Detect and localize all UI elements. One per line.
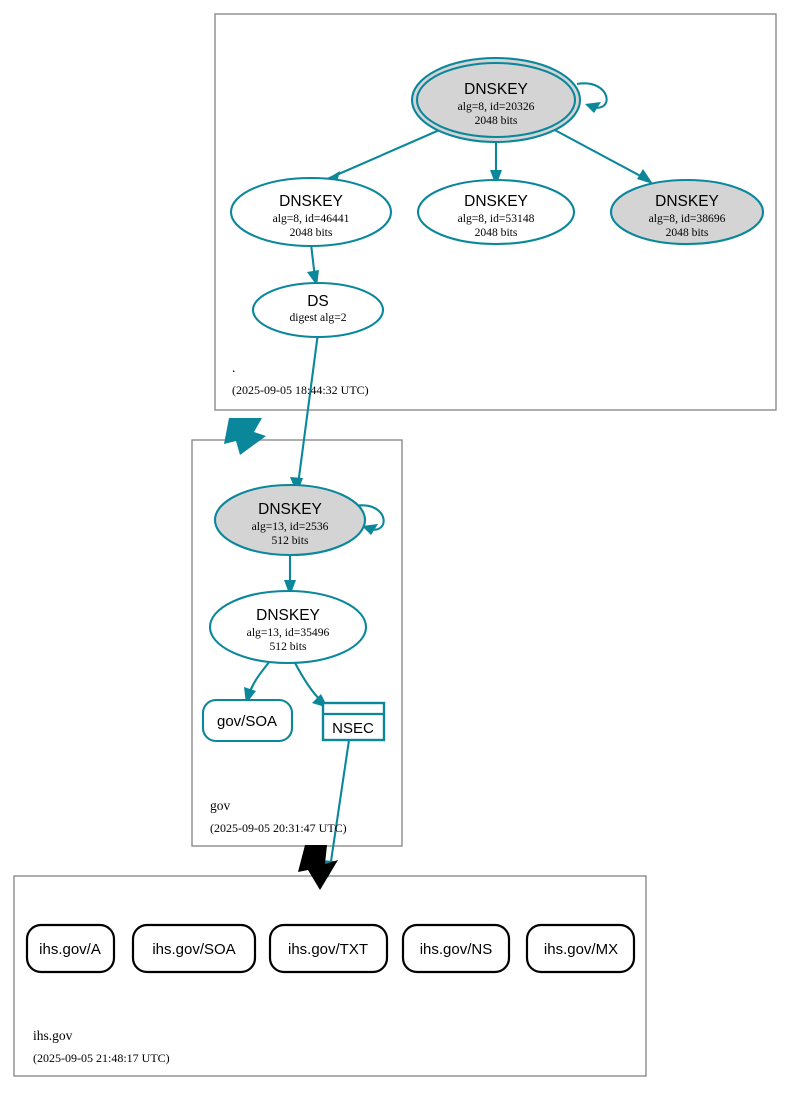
node-ihsgov-a-label: ihs.gov/A [39,941,101,958]
node-gov-nsec-label: NSEC [332,720,374,737]
node-root-ksk-20326-keysize: 2048 bits [475,114,518,127]
edge-gov-zsk-to-nsec [293,660,323,703]
edge-root-ksk-to-zsk-38696 [550,127,649,181]
node-ihsgov-txt-label: ihs.gov/TXT [288,941,368,958]
node-root-ksk-20326-title: DNSKEY [464,81,528,98]
edge-ds-to-gov-ksk [296,332,320,486]
edge-root-ksk-to-zsk-46441 [324,127,445,181]
delegation-arrow-gov-to-ihsgov [298,845,338,890]
node-gov-soa-box [201,698,294,743]
node-root-zsk-53148-params: alg=8, id=53148 [458,212,535,225]
node-ihsgov-ns-box [401,923,511,974]
node-root-zsk-38696-params: alg=8, id=38696 [649,212,726,225]
node-gov-ksk-2536-title: DNSKEY [258,501,322,518]
node-ihsgov-txt-box [268,923,389,974]
node-gov-zsk-35496-params: alg=13, id=35496 [247,626,330,639]
node-ihsgov-mx-box [525,923,636,974]
zone-label-gov-timestamp: (2025-09-05 20:31:47 UTC) [210,821,347,835]
node-gov-ksk-2536[interactable]: DNSKEY alg=13, id=2536 512 bits [213,483,367,557]
node-gov-nsec[interactable]: NSEC [321,701,386,742]
node-root-ksk-20326-inner-ellipse [415,61,577,139]
node-root-zsk-46441-params: alg=8, id=46441 [273,212,350,225]
node-root-ksk-20326[interactable]: DNSKEY alg=8, id=20326 2048 bits [410,56,582,144]
zone-label-ihsgov-name: ihs.gov [33,1028,73,1043]
edge-arrow-root-ksk-to-zsk-53148 [490,170,502,186]
zone-label-gov-name: gov [210,798,231,813]
node-root-zsk-38696-title: DNSKEY [655,193,719,210]
node-gov-nsec-box [321,701,386,742]
node-root-zsk-38696[interactable]: DNSKEY alg=8, id=38696 2048 bits [609,178,765,246]
node-root-zsk-53148[interactable]: DNSKEY alg=8, id=53148 2048 bits [416,178,576,246]
node-root-ksk-20326-params: alg=8, id=20326 [458,100,535,113]
node-gov-ksk-2536-ellipse [213,483,367,557]
node-ihsgov-ns-label: ihs.gov/NS [420,941,493,958]
zone-label-root-name: . [232,360,235,375]
delegation-arrow-root-to-gov [224,418,266,455]
node-ihsgov-mx-label: ihs.gov/MX [544,941,618,958]
node-ihsgov-a[interactable]: ihs.gov/A [25,923,116,974]
node-root-zsk-46441[interactable]: DNSKEY alg=8, id=46441 2048 bits [229,176,393,248]
node-root-zsk-46441-keysize: 2048 bits [290,226,333,239]
edge-nsec-to-ihsgov [328,739,351,869]
node-root-zsk-46441-ellipse [229,176,393,248]
node-gov-zsk-35496-ellipse [208,589,368,665]
node-gov-zsk-35496-title: DNSKEY [256,607,320,624]
zone-label-ihsgov-timestamp: (2025-09-05 21:48:17 UTC) [33,1051,170,1065]
edge-arrow-gov-ksk-to-gov-zsk [284,580,296,596]
node-root-zsk-46441-title: DNSKEY [279,193,343,210]
node-ihsgov-ns[interactable]: ihs.gov/NS [401,923,511,974]
edge-arrow-root-ksk-to-zsk-38696 [637,169,653,184]
edge-arrow-root-ksk-self-signature [585,102,601,113]
node-root-ds-gov[interactable]: DS digest alg=2 [251,281,385,339]
node-root-zsk-53148-keysize: 2048 bits [475,226,518,239]
node-root-ds-gov-title: DS [307,293,329,310]
node-root-ds-gov-digest: digest alg=2 [289,311,346,324]
edge-arrow-gov-ksk-self-signature [362,524,378,535]
zone-box-root [214,13,777,411]
node-root-ds-gov-ellipse [251,281,385,339]
node-gov-ksk-2536-keysize: 512 bits [271,534,309,547]
node-ihsgov-a-box [25,923,116,974]
node-root-zsk-53148-ellipse [416,178,576,246]
node-gov-soa-label: gov/SOA [217,713,277,730]
node-gov-soa[interactable]: gov/SOA [201,698,294,743]
node-ihsgov-soa[interactable]: ihs.gov/SOA [131,923,257,974]
node-gov-zsk-35496[interactable]: DNSKEY alg=13, id=35496 512 bits [208,589,368,665]
node-ihsgov-soa-box [131,923,257,974]
node-ihsgov-soa-label: ihs.gov/SOA [152,941,235,958]
node-ihsgov-txt[interactable]: ihs.gov/TXT [268,923,389,974]
zone-label-root-timestamp: (2025-09-05 18:44:32 UTC) [232,383,369,397]
node-ihsgov-mx[interactable]: ihs.gov/MX [525,923,636,974]
zone-box-ihsgov [13,875,647,1077]
node-root-ksk-20326-outer-ellipse [410,56,582,144]
node-gov-ksk-2536-params: alg=13, id=2536 [252,520,329,533]
node-root-zsk-53148-title: DNSKEY [464,193,528,210]
node-root-zsk-38696-ellipse [609,178,765,246]
node-gov-zsk-35496-keysize: 512 bits [269,640,307,653]
zone-box-gov [191,439,403,847]
node-root-zsk-38696-keysize: 2048 bits [666,226,709,239]
